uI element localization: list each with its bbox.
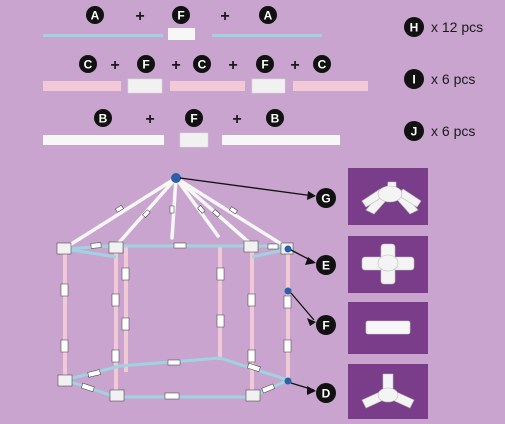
coupler-f	[179, 132, 209, 148]
badge-c	[79, 55, 97, 73]
badge-a	[86, 6, 104, 24]
badge-c	[193, 55, 211, 73]
badge-f	[256, 55, 274, 73]
tube-c	[170, 81, 245, 91]
svg-text:F: F	[322, 319, 329, 333]
callout-badge-f: F	[316, 315, 336, 335]
svg-text:E: E	[322, 259, 330, 273]
callout-badge-g: G	[316, 188, 336, 208]
straight-coupler-icon	[348, 302, 428, 354]
badge-f	[185, 109, 203, 127]
tube-c	[293, 81, 368, 91]
corner-connectors	[56, 240, 294, 402]
badge-c	[313, 55, 331, 73]
plus-sign: +	[228, 57, 237, 74]
parts-quantity-j: x 6 pcs	[431, 123, 475, 139]
badge-i	[404, 69, 424, 89]
roof-rafters	[63, 176, 288, 250]
badge-f-label: F	[177, 9, 184, 23]
highlight-d	[284, 377, 292, 385]
badge-f-label: F	[261, 58, 268, 72]
badge-f	[137, 55, 155, 73]
badge-h-label: H	[410, 21, 419, 35]
callout-arrowheads	[305, 191, 316, 395]
tube-b	[43, 135, 164, 145]
badge-b-label: B	[99, 112, 108, 126]
four-way-cross-connector-icon	[348, 236, 428, 293]
assembly-row-3: B + F + B	[43, 109, 340, 148]
parts-list-item-j: J x 6 pcs	[404, 121, 475, 141]
tube-c	[43, 81, 121, 91]
badge-c-label: C	[84, 58, 93, 72]
badge-a	[259, 6, 277, 24]
badge-b	[266, 109, 284, 127]
assembly-row-1: A + F + A	[43, 6, 322, 40]
badge-j-label: J	[411, 125, 418, 139]
badge-b-label: B	[271, 112, 280, 126]
tube-b	[222, 135, 340, 145]
coupler-f	[168, 28, 195, 40]
badge-f-label: F	[190, 112, 197, 126]
gazebo-frame	[56, 173, 294, 402]
badge-i-label: I	[412, 73, 415, 87]
badge-c-label: C	[318, 58, 327, 72]
badge-f-label: F	[142, 58, 149, 72]
callout-badge-d: D	[316, 383, 336, 403]
svg-text:G: G	[321, 192, 330, 206]
badge-j	[404, 121, 424, 141]
highlight-e	[284, 245, 292, 253]
vertical-legs	[63, 246, 290, 396]
badge-b	[94, 109, 112, 127]
rafter-couplers	[115, 204, 238, 218]
tube-a-left	[43, 34, 163, 37]
badge-a-label: A	[264, 9, 273, 23]
badge-a-label: A	[91, 9, 100, 23]
badge-h	[404, 17, 424, 37]
callout-badge-e: E	[316, 255, 336, 275]
parts-quantity-i: x 6 pcs	[431, 71, 475, 87]
plus-sign: +	[290, 57, 299, 74]
plus-sign: +	[135, 8, 144, 25]
ring-couplers	[81, 242, 279, 400]
plus-sign: +	[232, 111, 241, 128]
tube-a-right	[212, 34, 322, 37]
coupler-f	[251, 78, 286, 94]
three-way-y-connector-icon	[348, 364, 428, 419]
plus-sign: +	[220, 8, 229, 25]
coupler-f	[127, 78, 163, 94]
parts-list-item-i: I x 6 pcs	[404, 69, 475, 89]
parts-quantity-h: x 12 pcs	[431, 19, 483, 35]
parts-list-item-h: H x 12 pcs	[404, 17, 483, 37]
svg-text:D: D	[322, 387, 331, 401]
leg-couplers	[60, 267, 292, 363]
five-way-roof-connector-icon	[348, 168, 428, 225]
plus-sign: +	[171, 57, 180, 74]
highlight-f	[284, 287, 292, 295]
plus-sign: +	[145, 111, 154, 128]
badge-c-label: C	[198, 58, 207, 72]
plus-sign: +	[110, 57, 119, 74]
assembly-row-2: C + F + C + F + C	[43, 55, 368, 94]
roof-apex-connector	[171, 173, 181, 183]
parts-list: H x 12 pcs I x 6 pcs J x 6 pcs	[404, 17, 483, 141]
badge-f	[172, 6, 190, 24]
